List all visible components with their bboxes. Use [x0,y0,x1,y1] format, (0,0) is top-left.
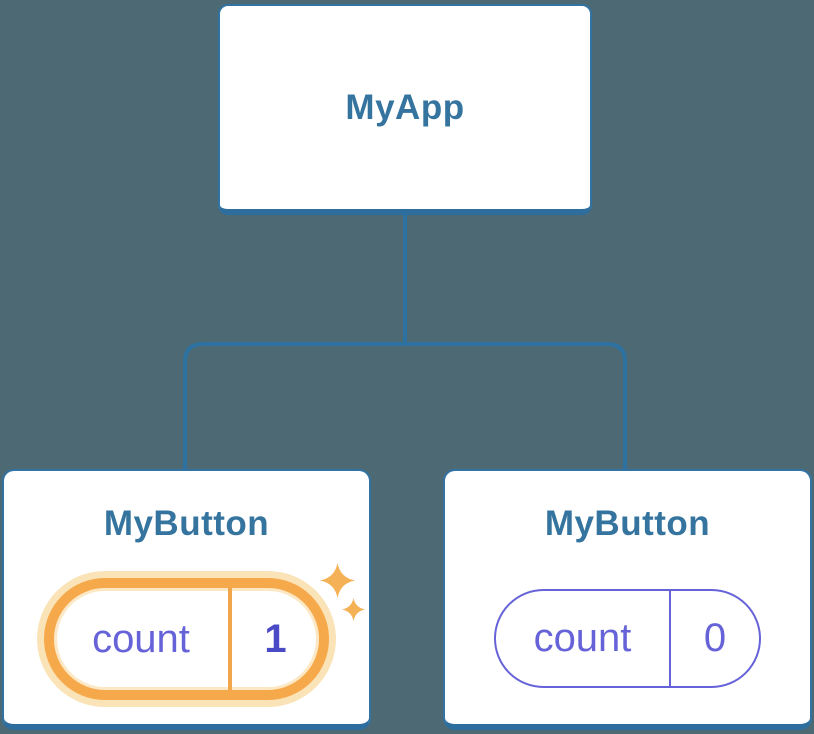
myapp-node-label: MyApp [345,87,465,127]
state-key-label: count [533,616,632,660]
mybutton-node-label: MyButton [544,504,711,543]
state-value-label: 0 [703,616,727,660]
mybutton-node-highlighted: MyButton count 1 [2,469,371,730]
state-pill-divider [669,591,671,686]
mybutton-node-plain: MyButton count 0 [443,469,812,730]
state-value-label: 1 [264,616,287,661]
connector-branches [183,342,627,471]
state-value-cell: 1 [232,588,319,690]
state-pill-plain: count 0 [494,589,761,688]
state-key-cell: count [54,588,228,690]
state-pill-highlighted: count 1 [44,578,329,700]
myapp-node: MyApp [218,4,592,215]
state-pill-divider [228,588,232,690]
state-key-cell: count [496,591,669,686]
mybutton-node-label: MyButton [103,504,270,543]
state-key-label: count [92,616,190,661]
state-value-cell: 0 [671,591,759,686]
